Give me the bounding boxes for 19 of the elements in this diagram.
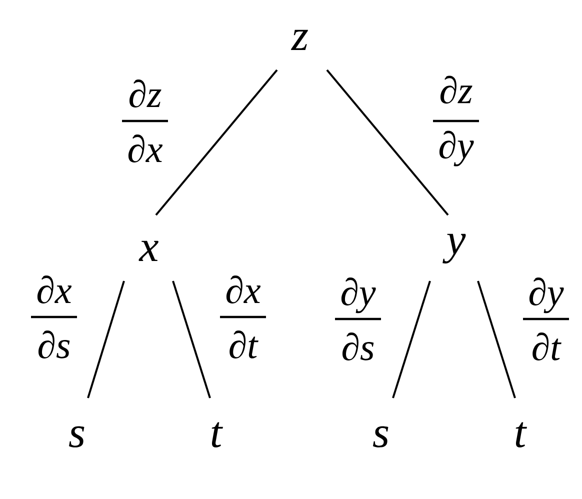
line: [326, 69, 449, 216]
edge-label: ∂y ∂s: [335, 278, 381, 360]
variable-label: y: [442, 234, 466, 264]
line: [172, 280, 211, 398]
variable-label: x: [138, 240, 158, 261]
variable-label: s: [372, 426, 388, 448]
line: [477, 280, 516, 398]
line: [392, 280, 431, 398]
variable-label: s: [68, 426, 84, 448]
edge-label: ∂y ∂t: [523, 278, 569, 360]
edge-label: ∂z ∂x: [122, 80, 168, 162]
variable-label: z: [290, 30, 308, 50]
line: [155, 69, 278, 216]
edge-label: ∂x ∂s: [31, 276, 77, 358]
variable-label: t: [212, 422, 223, 448]
variable-label: t: [516, 422, 527, 448]
line: [87, 280, 125, 398]
edge-label: ∂z ∂y: [433, 76, 479, 166]
edge-label: ∂x ∂t: [220, 276, 266, 358]
